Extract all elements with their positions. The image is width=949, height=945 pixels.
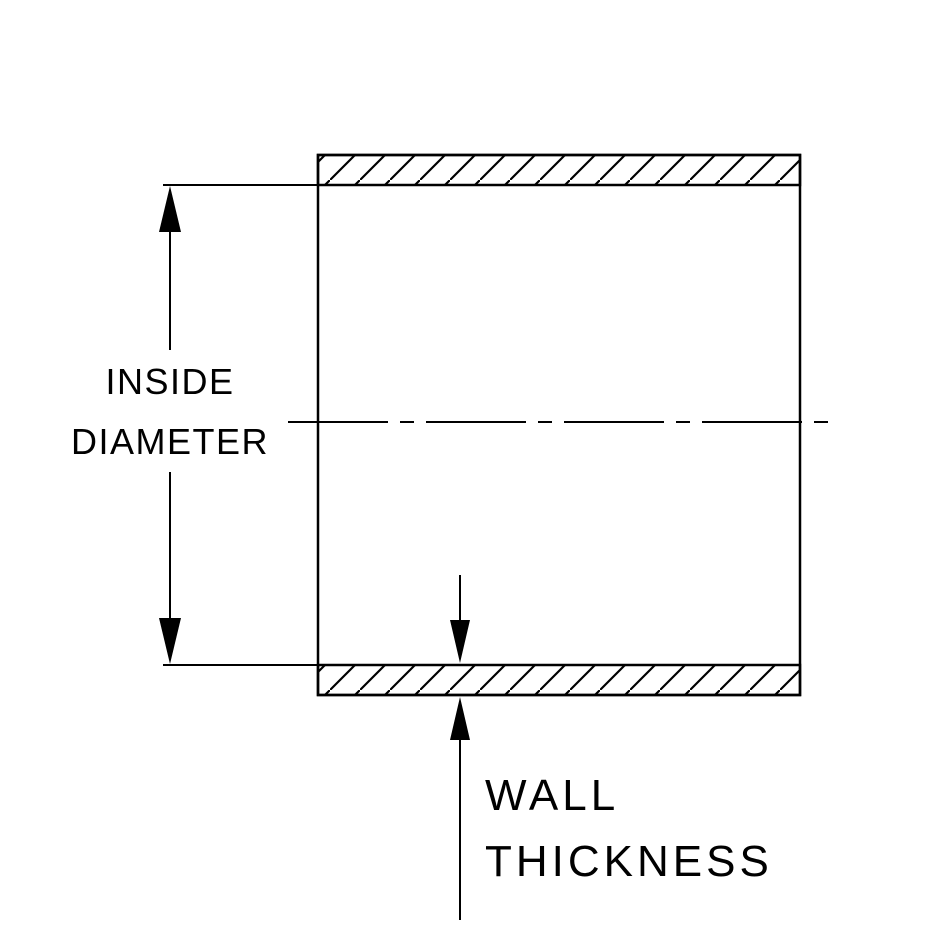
- dimension-arrow-down: [159, 618, 181, 664]
- wall-arrow-down: [450, 620, 470, 663]
- inside-diameter-label-line1: INSIDE: [105, 361, 234, 402]
- wall-arrow-up: [450, 697, 470, 740]
- wall-thickness-label-line1: WALL: [485, 771, 619, 820]
- wall-thickness-label-line2: THICKNESS: [485, 837, 773, 886]
- dimension-arrow-up: [159, 186, 181, 232]
- bottom-wall-hatch: [316, 663, 802, 697]
- top-wall-hatch: [316, 153, 802, 187]
- inside-diameter-label-line2: DIAMETER: [71, 421, 269, 462]
